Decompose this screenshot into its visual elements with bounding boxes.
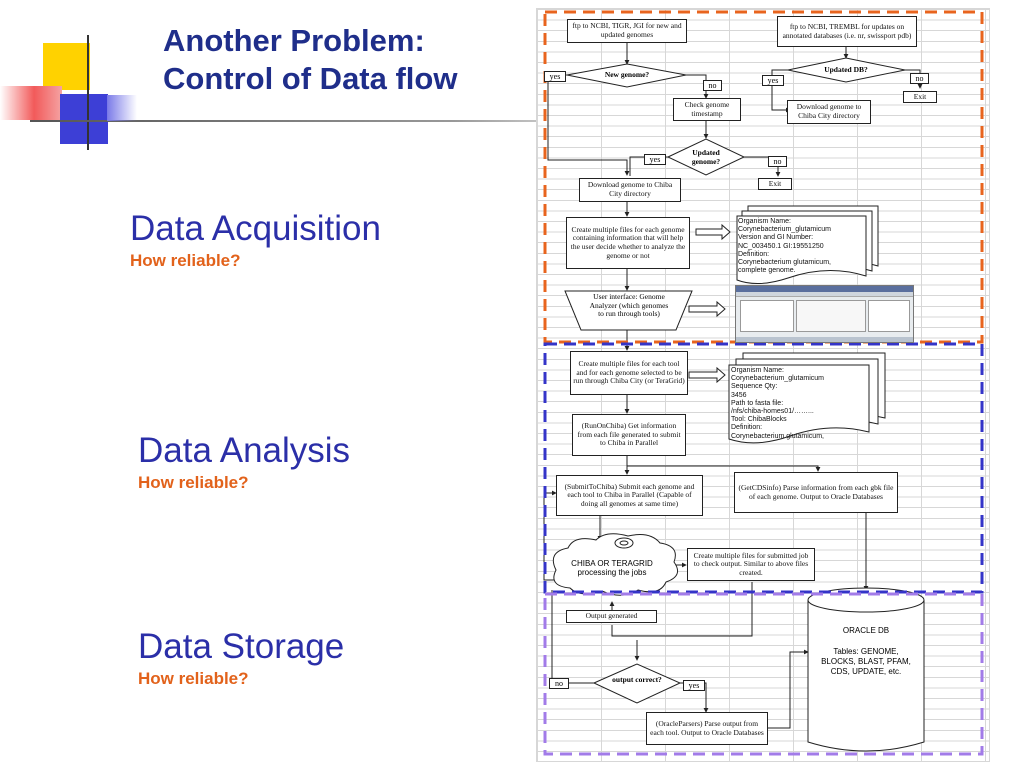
get-cds-info-box: (GetCDSinfo) Parse information from each… xyxy=(734,472,898,513)
create-files-genome-box: Create multiple files for each genome co… xyxy=(566,217,690,269)
yes-tag-updated-db: yes xyxy=(762,75,784,86)
oracle-parsers-box: (OracleParsers) Parse output from each t… xyxy=(646,712,768,745)
decor-horizontal-line xyxy=(30,120,560,122)
doc1-line: complete genome. xyxy=(738,267,796,275)
section-storage: Data Storage How reliable? xyxy=(138,626,344,690)
updated-genome-label: Updated genome? xyxy=(691,148,721,166)
document-tool-info: Organism Name: Corynebacterium_glutamicu… xyxy=(731,367,867,441)
decor-red-bar xyxy=(0,86,62,120)
oracle-db-tables: Tables: GENOME, BLOCKS, BLAST, PFAM, CDS… xyxy=(821,647,911,676)
doc2-line: /nfs/chiba-homes01/……... xyxy=(731,408,814,416)
decor-vertical-line xyxy=(87,35,89,150)
doc2-line: Organism Name: xyxy=(731,367,784,374)
doc1-line: Corynebacterium glutamicum, xyxy=(738,259,831,267)
no-tag-updated-db: no xyxy=(910,73,929,84)
oracle-db-title: ORACLE DB xyxy=(842,626,890,635)
doc2-line: Corynebacterium glutamicum, xyxy=(731,432,824,440)
create-files-check-box: Create multiple files for submitted job … xyxy=(687,548,815,581)
output-correct-label: output correct? xyxy=(612,675,662,684)
create-files-tool-box: Create multiple files for each tool and … xyxy=(570,351,688,395)
doc2-line: Definition: xyxy=(731,424,763,432)
doc1-line: Definition: xyxy=(738,250,770,258)
section-acquisition: Data Acquisition How reliable? xyxy=(130,208,381,272)
storage-region xyxy=(543,592,984,756)
doc2-line: Tool: ChibaBlocks xyxy=(731,416,787,424)
download-right-box: Download genome to Chiba City directory xyxy=(787,100,871,124)
doc1-line: Version and GI Number: xyxy=(738,234,814,242)
genome-analyzer-screenshot xyxy=(735,285,914,343)
no-tag-output: no xyxy=(549,678,569,689)
exit-box-bottom: Exit xyxy=(758,178,792,190)
screenshot-panel-mid xyxy=(796,300,866,332)
doc1-line: Corynebacterium_glutamicum xyxy=(738,226,831,234)
screenshot-panel-right xyxy=(868,300,910,332)
new-genome-label: New genome? xyxy=(604,70,650,79)
cloud-label: CHIBA OR TERAGRID processing the jobs xyxy=(571,559,653,577)
doc2-line: Path to fasta file: xyxy=(731,399,784,407)
screenshot-menubar xyxy=(736,292,913,297)
check-timestamp-box: Check genome timestamp xyxy=(673,98,741,121)
updated-db-label: Updated DB? xyxy=(824,65,868,74)
analysis-heading: Data Analysis xyxy=(138,431,351,470)
yes-tag-output: yes xyxy=(683,680,705,691)
exit-box-top: Exit xyxy=(903,91,937,103)
analysis-subheading: How reliable? xyxy=(138,473,249,492)
storage-subheading: How reliable? xyxy=(138,669,249,688)
ftp-right-box: ftp to NCBI, TREMBL for updates on annot… xyxy=(777,16,917,47)
storage-heading: Data Storage xyxy=(138,627,345,666)
ftp-left-box: ftp to NCBI, TIGR, JGI for new and updat… xyxy=(567,19,687,43)
decor-blue-square xyxy=(60,94,108,144)
screenshot-titlebar xyxy=(736,286,913,292)
analysis-region xyxy=(543,342,984,594)
document-genome-info: Organism Name: Corynebacterium_glutamicu… xyxy=(738,218,866,275)
doc2-line: Corynebacterium_glutamicum xyxy=(731,375,824,383)
yes-tag-new-genome: yes xyxy=(544,71,566,82)
doc1-line: Organism Name: xyxy=(738,218,791,225)
acquisition-region xyxy=(543,10,984,344)
acquisition-heading: Data Acquisition xyxy=(130,209,381,248)
decor-left-fade xyxy=(107,95,137,121)
run-on-chiba-box: (RunOnChiba) Get information from each f… xyxy=(572,414,686,456)
download-left-box: Download genome to Chiba City directory xyxy=(579,178,681,202)
submit-to-chiba-box: (SubmitToChiba) Submit each genome and e… xyxy=(556,475,703,516)
acquisition-subheading: How reliable? xyxy=(130,251,241,270)
yes-tag-updated-genome: yes xyxy=(644,154,666,165)
doc1-line: NC_003450.1 GI:19551250 xyxy=(738,242,824,250)
user-interface-label: User interface: Genome Analyzer (which g… xyxy=(589,292,669,318)
screenshot-panel-left xyxy=(740,300,794,332)
output-generated-box: Output generated xyxy=(566,610,657,623)
no-tag-updated-genome: no xyxy=(768,156,787,167)
slide-title: Another Problem: Control of Data flow xyxy=(163,22,457,98)
section-analysis: Data Analysis How reliable? xyxy=(138,430,350,494)
screenshot-statusbar xyxy=(736,337,913,342)
doc2-line: 3456 xyxy=(731,391,747,399)
title-line-1: Another Problem: xyxy=(163,23,425,58)
decor-yellow-square xyxy=(43,43,90,90)
doc2-line: Sequence Qty: xyxy=(731,383,778,391)
no-tag-new-genome: no xyxy=(703,80,722,91)
title-line-2: Control of Data flow xyxy=(163,61,458,96)
